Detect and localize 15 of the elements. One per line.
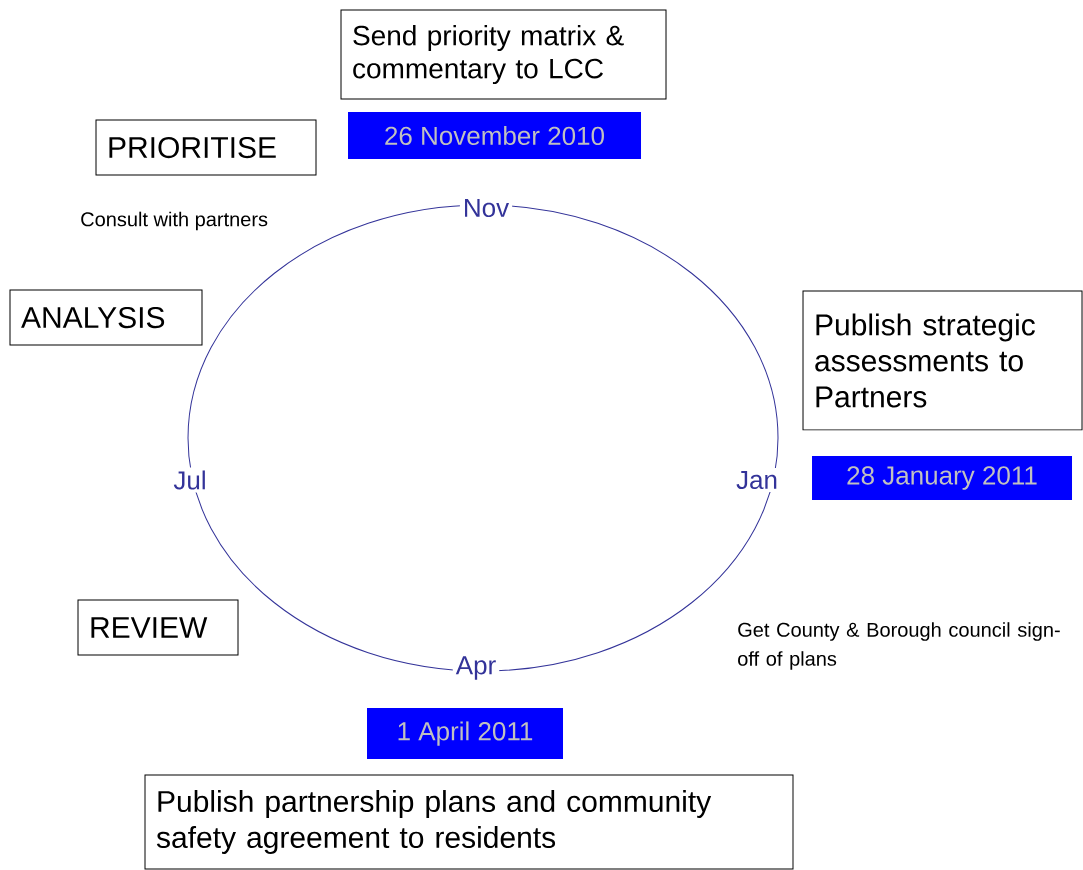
text-box: PRIORITISE — [95, 119, 317, 176]
month-label: Jan — [733, 467, 781, 493]
note-text: Get County & Borough council sign-off of plans — [738, 622, 1060, 670]
note-text: Consult with partners — [81, 211, 268, 231]
text-box: ANALYSIS — [9, 289, 203, 346]
date-box: 28 January 2011 — [812, 456, 1072, 500]
text-box: Publish partnership plans and community safety agreement to residents — [144, 774, 794, 870]
text-box: Publish strategic assessments to Partners — [802, 290, 1083, 431]
text-box: REVIEW — [77, 599, 239, 656]
month-label: Jul — [170, 467, 210, 493]
date-box: 1 April 2011 — [367, 708, 563, 759]
date-box: 26 November 2010 — [348, 112, 641, 159]
month-label: Nov — [459, 195, 513, 221]
text-box: Send priority matrix & commentary to LCC — [340, 9, 667, 100]
month-label: Apr — [452, 653, 500, 683]
